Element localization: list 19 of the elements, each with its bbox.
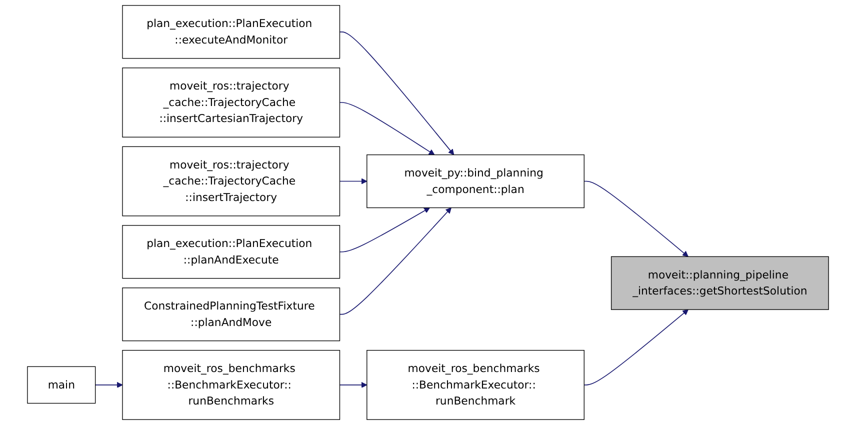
arrow xyxy=(339,178,368,184)
node-box: moveit_ros_benchmarks ::BenchmarkExecutor:: runBenchmarks xyxy=(122,350,340,420)
node-box: moveit_ros::trajectory _cache::TrajectoryCache ::insertCartesianTrajectory xyxy=(122,68,340,138)
node-box: ConstrainedPlanningTestFixture ::planAndMove xyxy=(122,288,340,342)
node-box: moveit::planning_pipeline _interfaces::getShortestSolution xyxy=(610,256,829,310)
arrow xyxy=(584,180,688,257)
arrow xyxy=(584,309,688,386)
node-box: moveit_ros_benchmarks ::BenchmarkExecutor:: runBenchmark xyxy=(366,350,584,420)
arrow xyxy=(339,207,430,252)
node-box: plan_execution::PlanExecution ::executeAndMonitor xyxy=(122,5,340,59)
arrow xyxy=(339,32,454,156)
node-box: plan_execution::PlanExecution ::planAndExecute xyxy=(122,225,340,279)
node-box: moveit_ros::trajectory _cache::TrajectoryCache ::insertTrajectory xyxy=(122,146,340,216)
arrow xyxy=(339,382,368,388)
arrow xyxy=(94,382,123,388)
node-box: moveit_py::bind_planning _component::plan xyxy=(366,154,584,208)
arrow xyxy=(339,207,452,315)
node-box: main xyxy=(27,366,96,404)
arrow xyxy=(339,102,435,156)
